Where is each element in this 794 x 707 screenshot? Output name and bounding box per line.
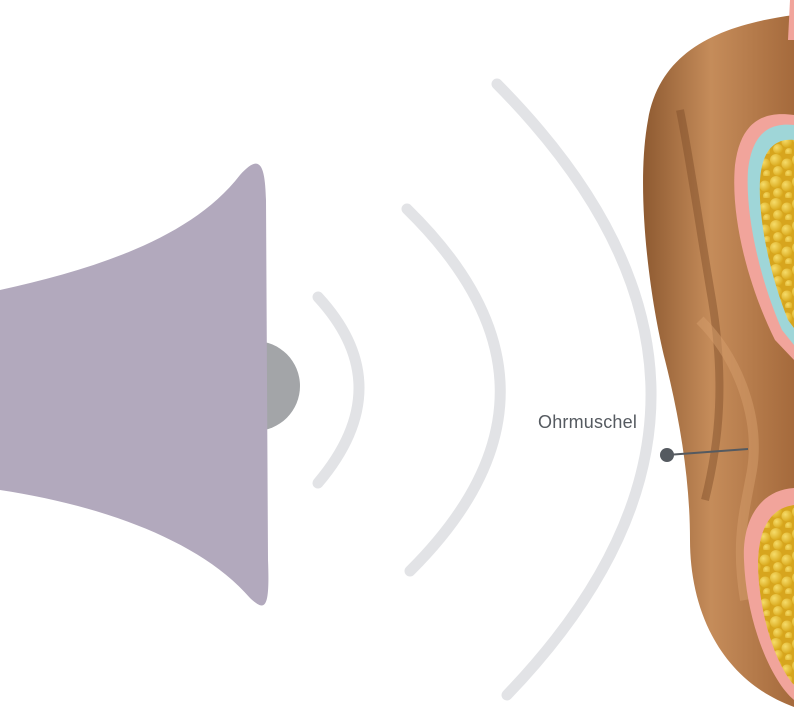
sound-wave-large [497,84,651,695]
speaker-horn [0,164,268,606]
sound-wave-small [318,297,359,483]
label-ohrmuschel: Ohrmuschel [538,412,637,433]
loudspeaker-icon [0,164,300,606]
sound-wave-medium [407,209,500,571]
sound-waves [318,84,651,695]
leader-dot [660,448,674,462]
ear-auricle [643,0,794,707]
